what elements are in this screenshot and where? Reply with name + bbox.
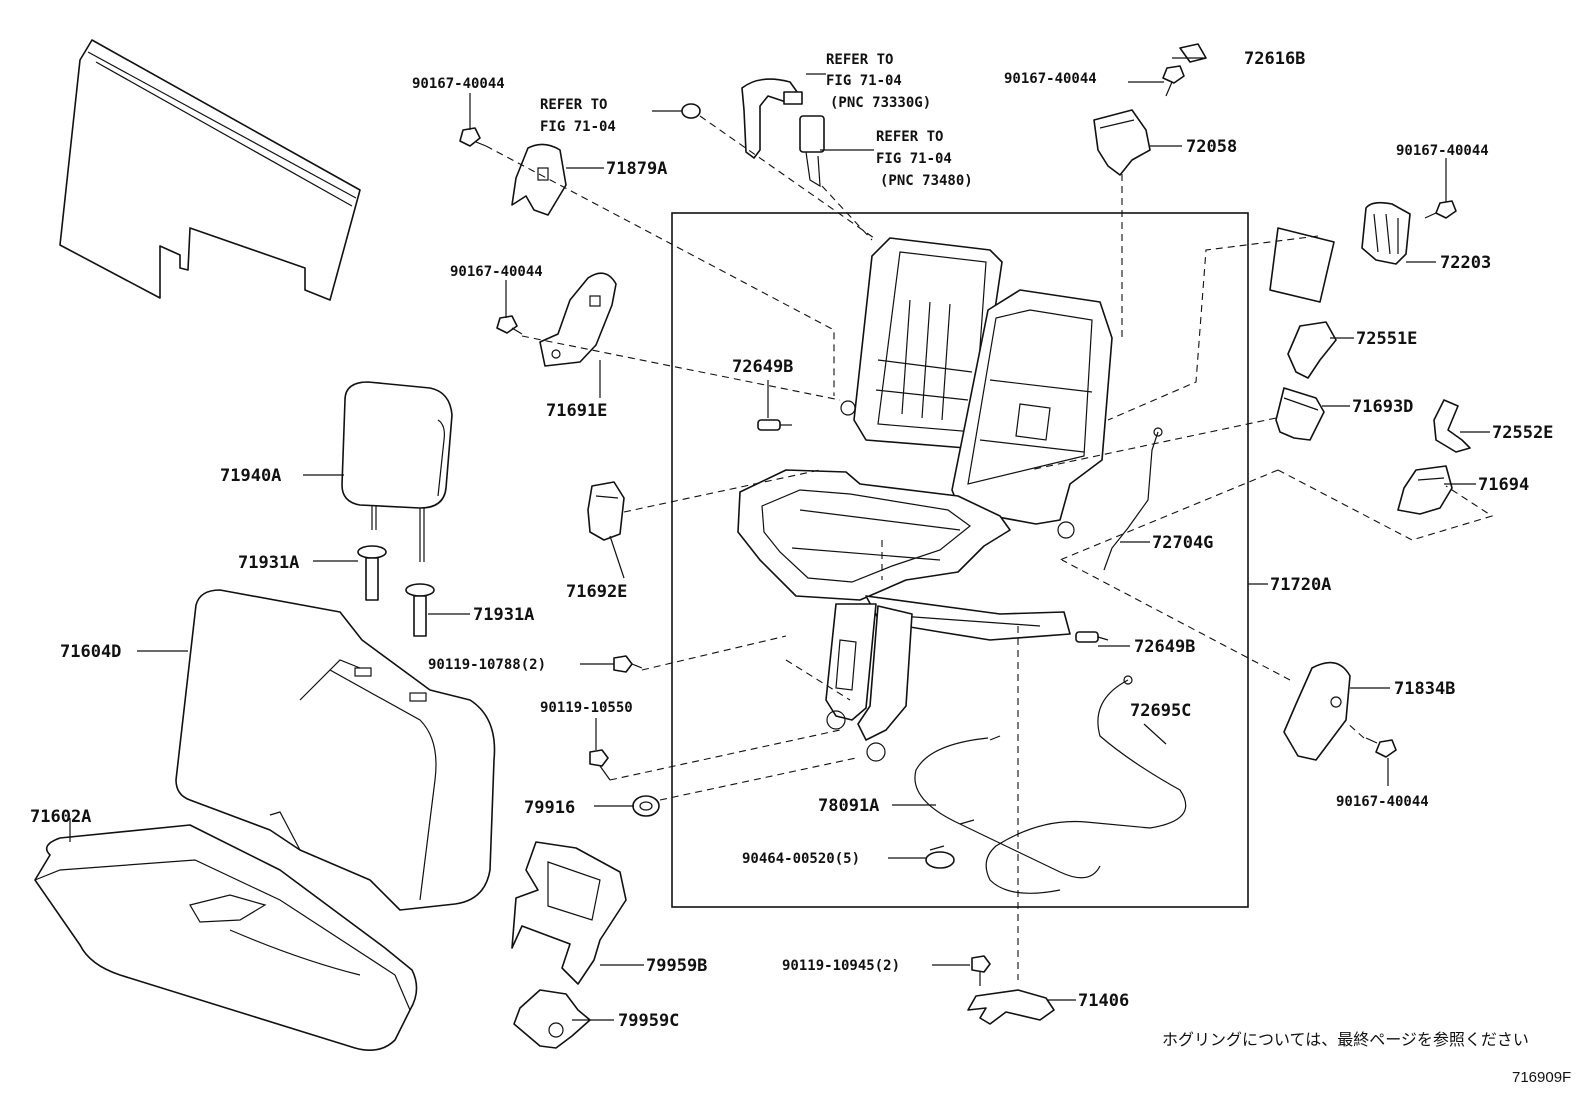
label-71692E: 71692E bbox=[566, 582, 627, 602]
label-fastener-d: 90167-40044 bbox=[1396, 143, 1489, 159]
label-71691E: 71691E bbox=[546, 401, 607, 421]
label-71694: 71694 bbox=[1478, 475, 1529, 495]
label-71879A: 71879A bbox=[606, 159, 667, 179]
ref1-line1: REFER TO bbox=[540, 97, 607, 113]
ref3-line1: REFER TO bbox=[876, 129, 943, 145]
seat-cushion-drawing bbox=[34, 824, 418, 1051]
clip-90464-drawing bbox=[925, 845, 955, 869]
leader-lines bbox=[69, 57, 1490, 1021]
ref2-line2: FIG 71-04 bbox=[826, 73, 902, 89]
cover-71693D-drawing bbox=[1275, 387, 1325, 441]
rod-72704G-drawing bbox=[1103, 427, 1163, 571]
label-72695C: 72695C bbox=[1130, 701, 1191, 721]
label-fastener-a: 90167-40044 bbox=[412, 76, 505, 92]
clip-72616B-drawing bbox=[1179, 43, 1207, 63]
cover-71691E-drawing bbox=[539, 272, 617, 367]
cover-71694-drawing bbox=[1397, 465, 1453, 515]
headrest-guide-1 bbox=[357, 545, 387, 601]
label-78091A: 78091A bbox=[818, 796, 879, 816]
headrest-drawing bbox=[341, 381, 453, 562]
label-71406: 71406 bbox=[1078, 991, 1129, 1011]
label-71931A-1: 71931A bbox=[238, 553, 299, 573]
cover-71879A-drawing bbox=[511, 143, 567, 216]
cover-79959B-drawing bbox=[511, 841, 627, 985]
ref2-line3: (PNC 73330G) bbox=[830, 95, 931, 111]
grommet-79916-drawing bbox=[632, 795, 660, 817]
seat-frame-drawing bbox=[737, 237, 1113, 762]
label-71834B: 71834B bbox=[1394, 679, 1455, 699]
cover-79959C-drawing bbox=[513, 989, 591, 1049]
assembly-box-71720A bbox=[671, 212, 1249, 908]
figure-code: 716909F bbox=[1512, 1069, 1571, 1086]
bolt-icon-e bbox=[1365, 737, 1397, 758]
label-72552E: 72552E bbox=[1492, 423, 1553, 443]
label-fastener-00520: 90464-00520(5) bbox=[742, 851, 860, 867]
ref1-line2: FIG 71-04 bbox=[540, 119, 616, 135]
cover-71834B-drawing bbox=[1283, 661, 1351, 761]
label-fastener-10550: 90119-10550 bbox=[540, 700, 633, 716]
ref3-line3: (PNC 73480) bbox=[880, 173, 973, 189]
label-71940A: 71940A bbox=[220, 466, 281, 486]
label-79959B: 79959B bbox=[646, 956, 707, 976]
back-board-drawing bbox=[59, 39, 361, 301]
headrest-guide-2 bbox=[405, 583, 435, 637]
label-71602A: 71602A bbox=[30, 807, 91, 827]
cover-72058-drawing bbox=[1093, 109, 1151, 176]
pin-72649B-2 bbox=[1075, 631, 1109, 643]
label-79959C: 79959C bbox=[618, 1011, 679, 1031]
bracket-71406-drawing bbox=[967, 989, 1055, 1025]
cable-72695C-drawing bbox=[985, 675, 1187, 894]
label-72616B: 72616B bbox=[1244, 49, 1305, 69]
dashed-reference-lines bbox=[485, 115, 1494, 980]
cover-72551E-drawing bbox=[1287, 321, 1337, 379]
label-fastener-c: 90167-40044 bbox=[1004, 71, 1097, 87]
label-fastener-10945: 90119-10945(2) bbox=[782, 958, 900, 974]
footnote: ホグリングについては、最終ページを参照ください bbox=[1162, 1030, 1529, 1049]
cover-71692E-drawing bbox=[587, 481, 625, 541]
label-fastener-b: 90167-40044 bbox=[450, 264, 543, 280]
bolt-icon-c bbox=[1162, 65, 1185, 97]
buckle-drawing bbox=[799, 115, 825, 188]
label-71931A-2: 71931A bbox=[473, 605, 534, 625]
cover-72203-drawing bbox=[1361, 201, 1411, 265]
label-72058: 72058 bbox=[1186, 137, 1237, 157]
label-71720A: 71720A bbox=[1270, 575, 1331, 595]
label-71604D: 71604D bbox=[60, 642, 121, 662]
cover-72552E-drawing bbox=[1433, 399, 1471, 453]
label-79916: 79916 bbox=[524, 798, 575, 818]
bolt-icon-b bbox=[496, 315, 523, 335]
bolt-icon-g bbox=[589, 749, 611, 781]
label-72704G: 72704G bbox=[1152, 533, 1213, 553]
nut-icon bbox=[681, 103, 701, 119]
label-72551E: 72551E bbox=[1356, 329, 1417, 349]
seat-belt-drawing bbox=[741, 78, 803, 159]
bolt-icon-f bbox=[613, 655, 643, 673]
seatback-cover-drawing bbox=[175, 589, 496, 911]
label-72649B-1: 72649B bbox=[732, 357, 793, 377]
bolt-icon-a bbox=[459, 127, 487, 147]
label-72203: 72203 bbox=[1440, 253, 1491, 273]
panel-drawing bbox=[1269, 227, 1335, 303]
pin-72649B-1 bbox=[757, 419, 792, 431]
bolt-icon-h bbox=[971, 955, 991, 986]
label-72649B-2: 72649B bbox=[1134, 637, 1195, 657]
label-fastener-10788: 90119-10788(2) bbox=[428, 657, 546, 673]
bolt-icon-d bbox=[1424, 200, 1457, 219]
cable-78091A-drawing bbox=[914, 735, 1101, 879]
ref3-line2: FIG 71-04 bbox=[876, 151, 952, 167]
label-fastener-e: 90167-40044 bbox=[1336, 794, 1429, 810]
ref2-line1: REFER TO bbox=[826, 52, 893, 68]
part-labels: 71940A 71931A 71931A 71604D 71602A 71879… bbox=[30, 49, 1571, 1086]
label-71693D: 71693D bbox=[1352, 397, 1413, 417]
